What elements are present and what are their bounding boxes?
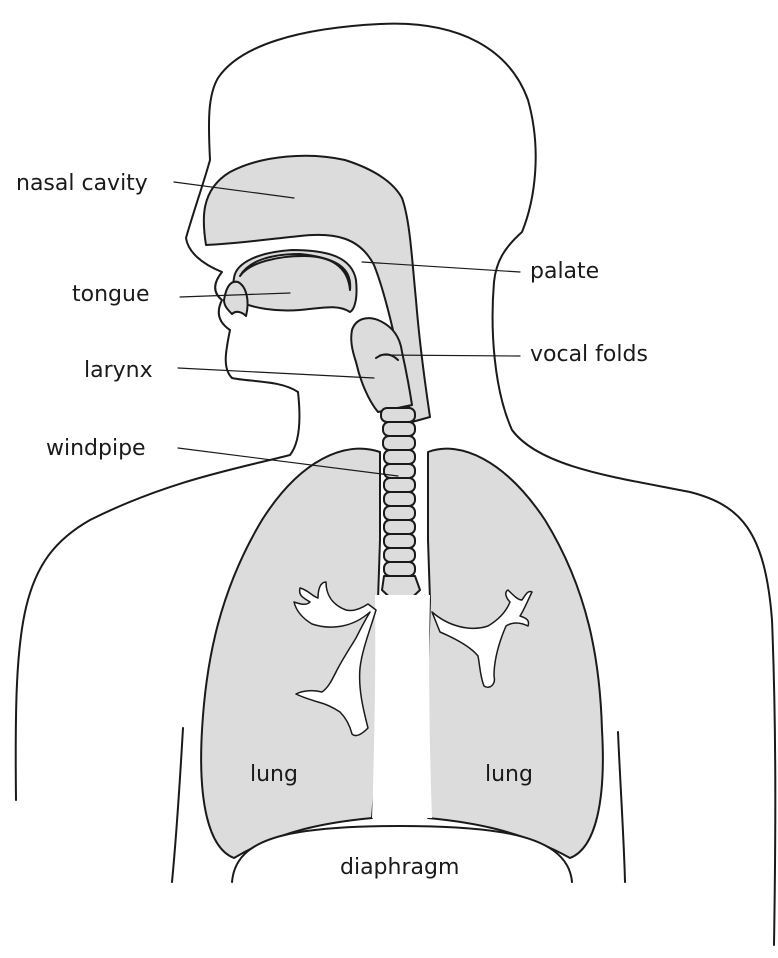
larynx-leader	[178, 368, 374, 378]
vocal-folds-label: vocal folds	[530, 342, 648, 368]
nasal-cavity-label: nasal cavity	[16, 171, 148, 197]
tongue-label: tongue	[72, 282, 149, 308]
left-lung-label: lung	[250, 762, 298, 788]
right-side-line	[618, 732, 625, 882]
mediastinum	[372, 595, 432, 818]
windpipe-rings	[381, 408, 415, 576]
right-lung-label: lung	[485, 762, 533, 788]
right-lung-shape	[426, 449, 603, 858]
diaphragm-label: diaphragm	[340, 855, 459, 881]
windpipe-label: windpipe	[46, 436, 146, 462]
mouth-shape	[233, 250, 357, 312]
tongue-shape	[224, 282, 248, 316]
palate-label: palate	[530, 259, 599, 285]
larynx-label: larynx	[84, 358, 153, 384]
left-side-line	[172, 728, 183, 882]
